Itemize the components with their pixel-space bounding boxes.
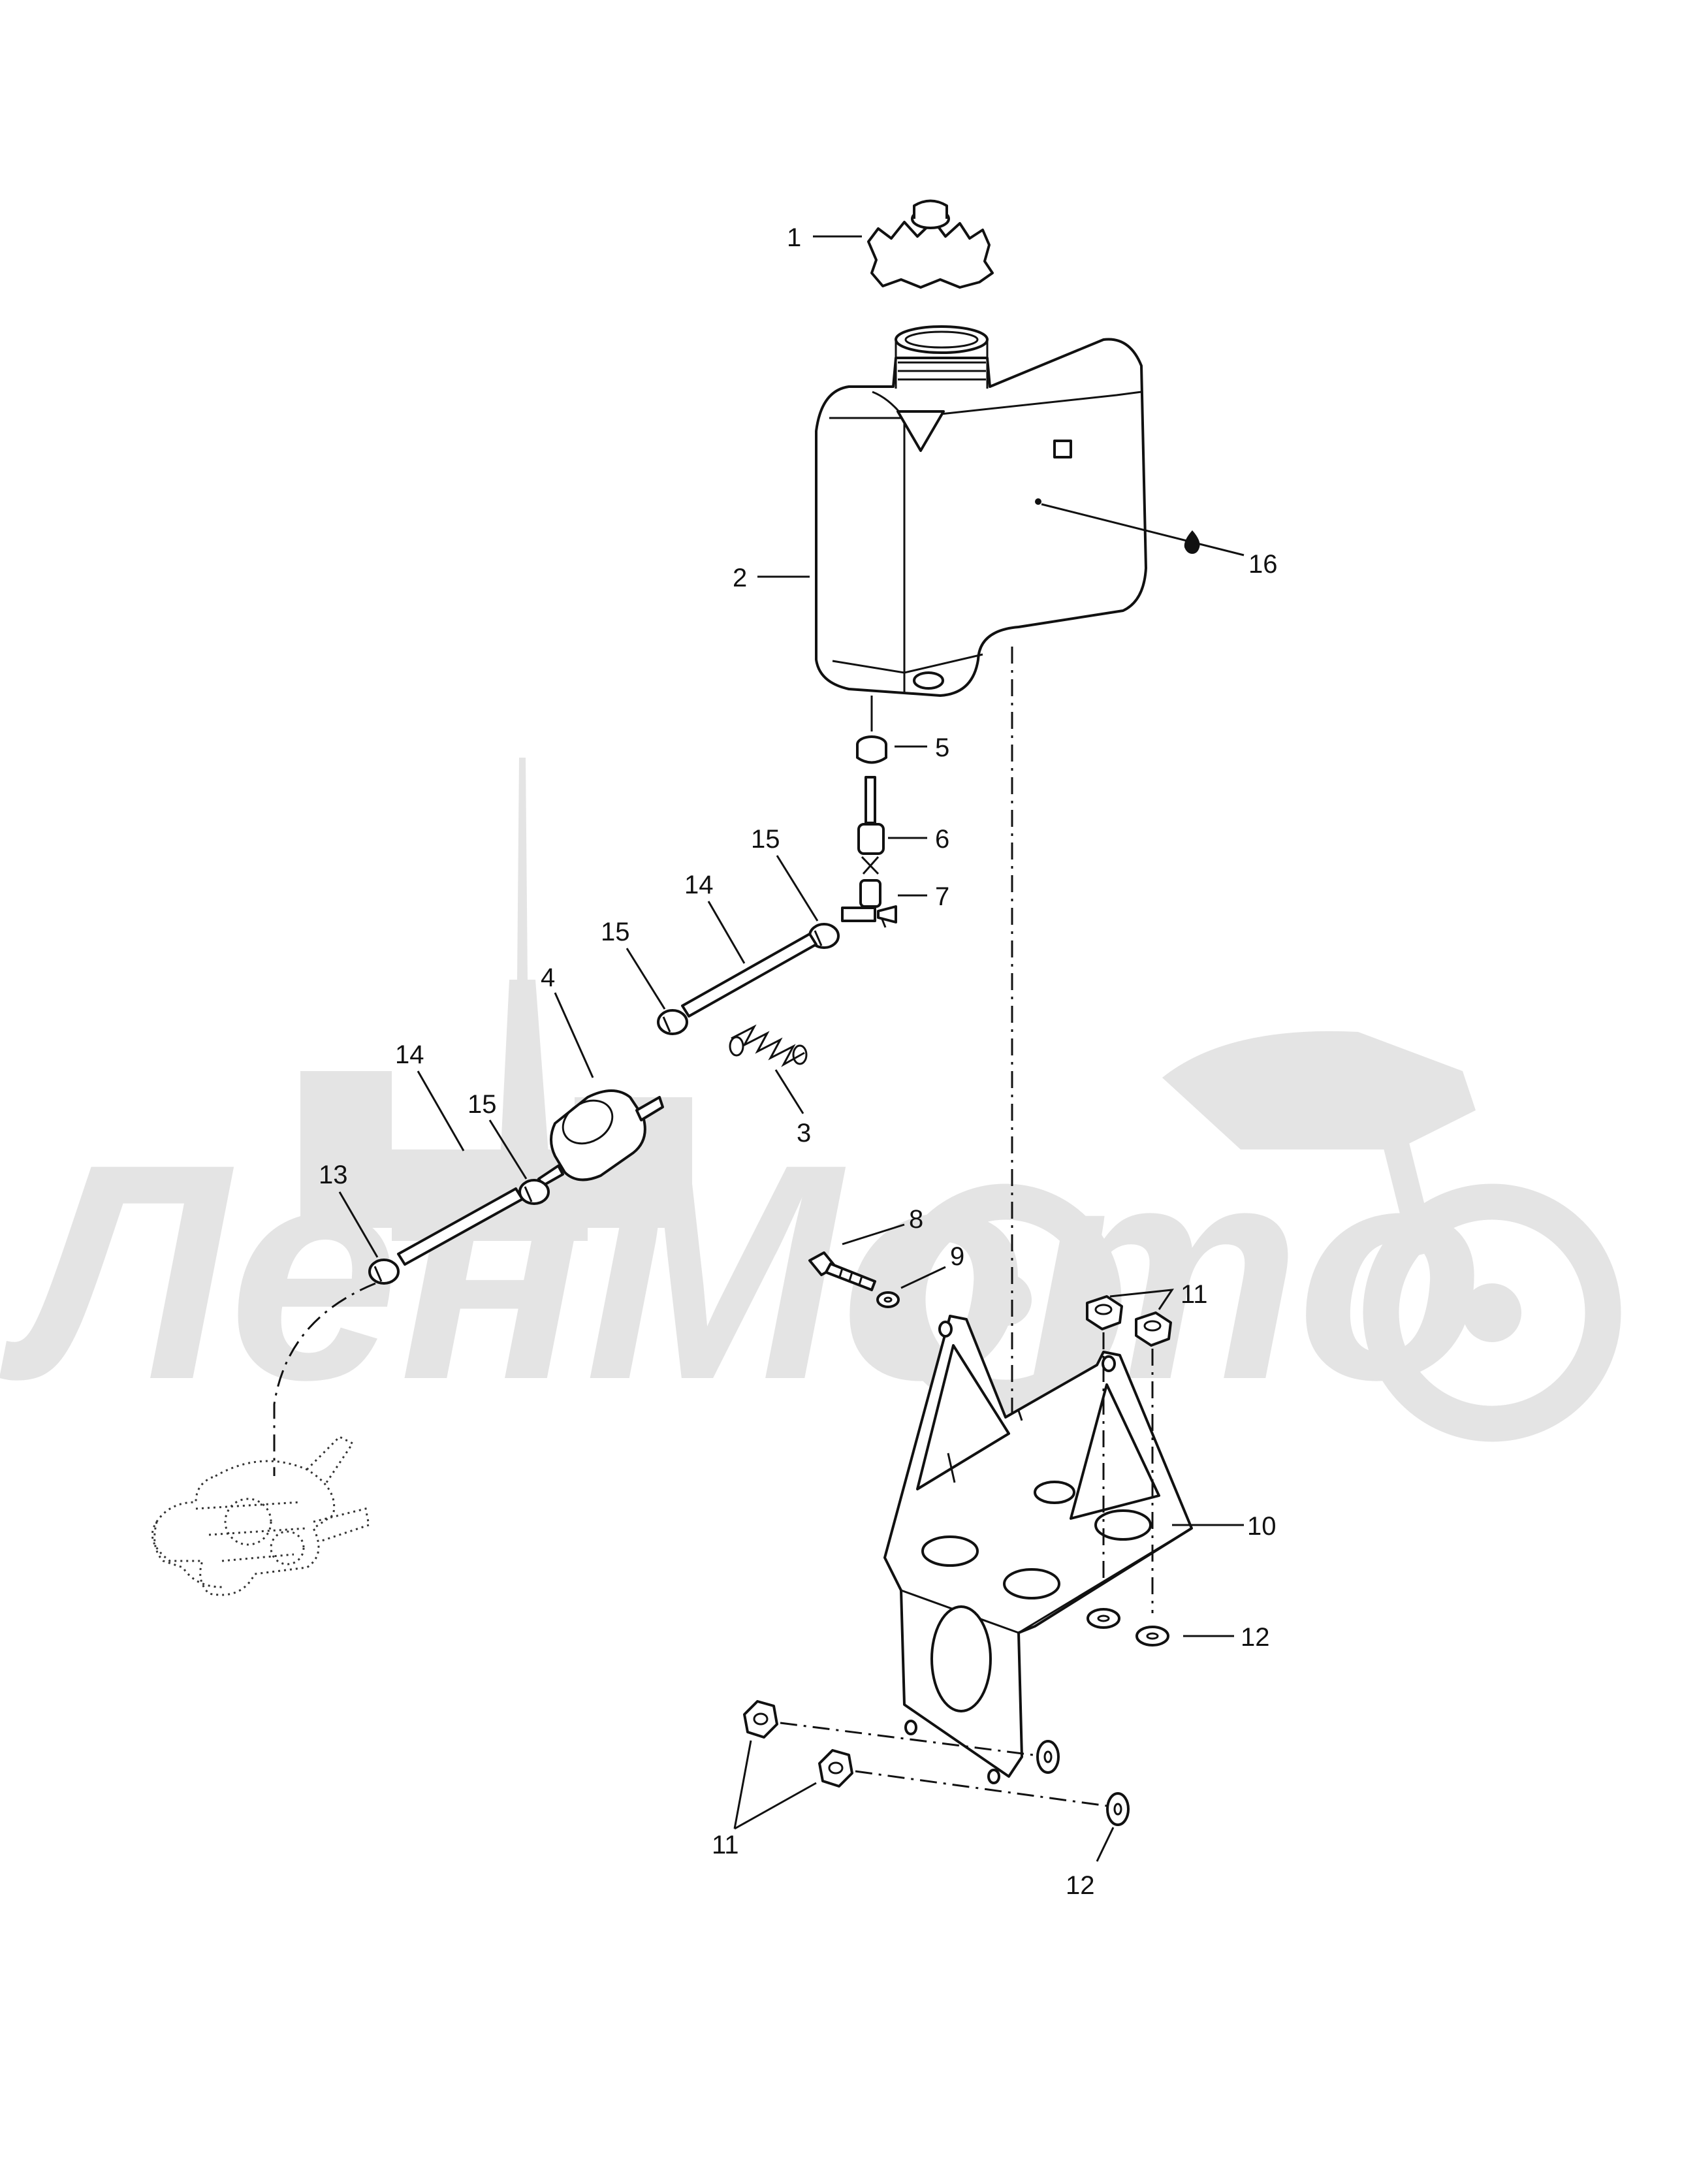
watermark-text: ЛенМото [0,1100,1484,1443]
callout-14a-leader [707,901,746,964]
callout-15a-leader [776,855,819,922]
alignment-line-lower-1 [780,1722,1039,1757]
callout-15c-leader [488,1119,528,1180]
callout-4-leader [554,992,594,1078]
callout-5: 5 [935,733,949,762]
carburettor-ghost [151,1436,370,1596]
callout-16-leader [1041,503,1245,556]
callout-15b-leader [626,948,666,1010]
watermark: ЛенМото [0,758,1621,1443]
callout-11b: 11 [712,1831,739,1859]
callout-6: 6 [935,825,949,854]
callout-15b: 15 [601,918,630,946]
fuel-hose-1 [681,933,817,1018]
callout-9-leader [900,1266,946,1289]
callout-12b-leader [1096,1827,1115,1862]
nut-upper-2 [1135,1311,1172,1347]
hose-clamp-3 [518,1179,550,1205]
washer [876,1291,900,1308]
callout-10: 10 [1247,1512,1277,1541]
callout-14b-leader [417,1070,465,1151]
watermark-motorcycle-silhouette [889,1031,1621,1442]
grommet [856,735,887,764]
alignment-line-carburettor [273,1282,376,1476]
fitting [857,776,885,875]
washer-upper-1 [1087,1608,1120,1629]
washer-lower-2 [1106,1792,1130,1826]
callout-15a: 15 [751,825,780,854]
callout-12b: 12 [1066,1871,1095,1900]
screw [808,1251,876,1291]
callout-15c: 15 [468,1090,497,1119]
callout-14b: 14 [395,1040,424,1069]
fuel-hose-2 [397,1187,524,1266]
callout-4: 4 [541,963,555,992]
spring [729,1024,808,1067]
nut-lower-1 [743,1700,778,1739]
callout-16: 16 [1248,550,1278,579]
oil-tank [815,325,1147,697]
nut-lower-2 [818,1749,853,1788]
fuel-filter [537,1089,664,1187]
washer-upper-2 [1135,1626,1169,1646]
nut-upper-1 [1086,1295,1123,1330]
washer-lower-1 [1036,1740,1060,1774]
filler-cap [867,199,994,289]
callout-13-leader [338,1191,379,1258]
callout-3-leader [774,1069,804,1114]
mounting-bracket [883,1315,1193,1784]
hose-clamp-4 [368,1259,400,1285]
callout-8: 8 [909,1205,923,1234]
alignment-line-lower-2 [855,1770,1107,1807]
callout-11b-leader [733,1740,817,1830]
callout-8-leader [842,1223,905,1245]
callout-7: 7 [935,882,949,911]
callout-1: 1 [787,223,801,252]
valve [841,879,897,928]
callout-11a-leader [1109,1289,1175,1310]
callout-13: 13 [319,1161,348,1189]
callout-3: 3 [797,1119,811,1148]
callout-11a: 11 [1181,1280,1208,1309]
callout-9: 9 [950,1242,964,1271]
callout-2: 2 [733,564,747,592]
callout-12a: 12 [1241,1623,1270,1652]
callout-14a: 14 [684,871,714,899]
hose-clamp-2 [657,1009,688,1035]
